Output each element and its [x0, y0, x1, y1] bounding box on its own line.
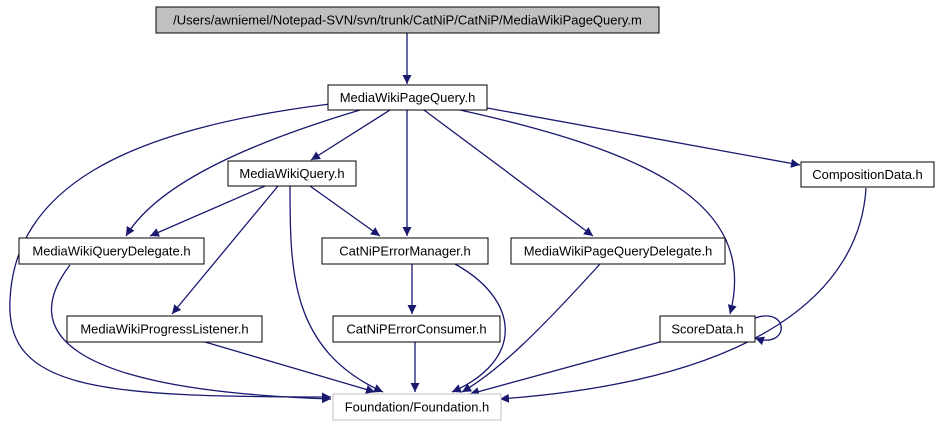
node-catniperrormanager-h[interactable]: CatNiPErrorManager.h — [321, 237, 489, 265]
node-scoredata-h[interactable]: ScoreData.h — [659, 315, 756, 343]
node-mediawikipagequery-h-label: MediaWikiPageQuery.h — [340, 90, 476, 105]
node-root-label: /Users/awniemel/Notepad-SVN/svn/trunk/Ca… — [173, 13, 642, 28]
edge-mediawikipagequery-h-to-foundation-h — [9, 103, 332, 402]
node-mediawikiprogresslistener-h-label: MediaWikiProgressListener.h — [80, 322, 248, 337]
edge-mediawikipagequery-h-to-mediawikiquery-h — [310, 109, 391, 161]
node-catniperrorconsumer-h[interactable]: CatNiPErrorConsumer.h — [332, 315, 501, 343]
node-mediawikipagequery-h[interactable]: MediaWikiPageQuery.h — [327, 84, 488, 111]
edge-scoredata-h-self-loop — [754, 315, 782, 346]
node-catniperrormanager-h-label: CatNiPErrorManager.h — [339, 244, 471, 259]
node-catniperrorconsumer-h-label: CatNiPErrorConsumer.h — [346, 322, 486, 337]
node-mediawikipagequerydelegate-h[interactable]: MediaWikiPageQueryDelegate.h — [510, 237, 726, 265]
node-mediawikipagequerydelegate-h-label: MediaWikiPageQueryDelegate.h — [524, 244, 713, 259]
edge-mediawikipagequery-h-to-mediawikiquerydelegate-h — [125, 109, 361, 237]
node-compositiondata-h-label: CompositionData.h — [812, 167, 923, 182]
edges — [9, 33, 867, 404]
edge-mediawikipagequerydelegate-h-to-foundation-h — [461, 263, 601, 393]
node-foundation-h[interactable]: Foundation/Foundation.h — [332, 393, 502, 421]
node-mediawikiquery-h[interactable]: MediaWikiQuery.h — [227, 160, 357, 187]
node-foundation-h-label: Foundation/Foundation.h — [345, 400, 490, 415]
edge-mediawikipagequery-h-to-mediawikipagequerydelegate-h — [423, 109, 594, 237]
edge-compositiondata-h-to-foundation-h — [499, 187, 867, 403]
node-compositiondata-h[interactable]: CompositionData.h — [800, 161, 935, 188]
edge-catniperrormanager-h-to-foundation-h — [451, 263, 506, 393]
edge-scoredata-h-to-foundation-h — [469, 341, 661, 396]
edge-mediawikipagequery-h-to-scoredata-h — [459, 109, 737, 315]
edge-mediawikipagequery-h-to-compositiondata-h — [486, 107, 801, 168]
edge-mediawikiquery-h-to-catniperrormanager-h — [309, 185, 381, 237]
edge-mediawikiquery-h-to-mediawikiprogresslistener-h — [171, 185, 279, 315]
node-mediawikiquery-h-label: MediaWikiQuery.h — [239, 166, 344, 181]
edge-mediawikiprogresslistener-h-to-foundation-h — [204, 341, 376, 394]
edge-mediawikiquery-h-to-mediawikiquerydelegate-h — [149, 185, 266, 237]
edge-mediawikiquerydelegate-h-to-foundation-h — [50, 264, 332, 404]
node-mediawikiprogresslistener-h[interactable]: MediaWikiProgressListener.h — [66, 315, 263, 343]
edge-mediawikiquery-h-to-foundation-h — [289, 185, 384, 393]
node-scoredata-h-label: ScoreData.h — [671, 322, 743, 337]
node-mediawikiquerydelegate-h-label: MediaWikiQueryDelegate.h — [32, 244, 190, 259]
node-mediawikiquerydelegate-h[interactable]: MediaWikiQueryDelegate.h — [18, 237, 205, 265]
node-root-file[interactable]: /Users/awniemel/Notepad-SVN/svn/trunk/Ca… — [155, 6, 660, 34]
nodes: /Users/awniemel/Notepad-SVN/svn/trunk/Ca… — [18, 6, 935, 421]
